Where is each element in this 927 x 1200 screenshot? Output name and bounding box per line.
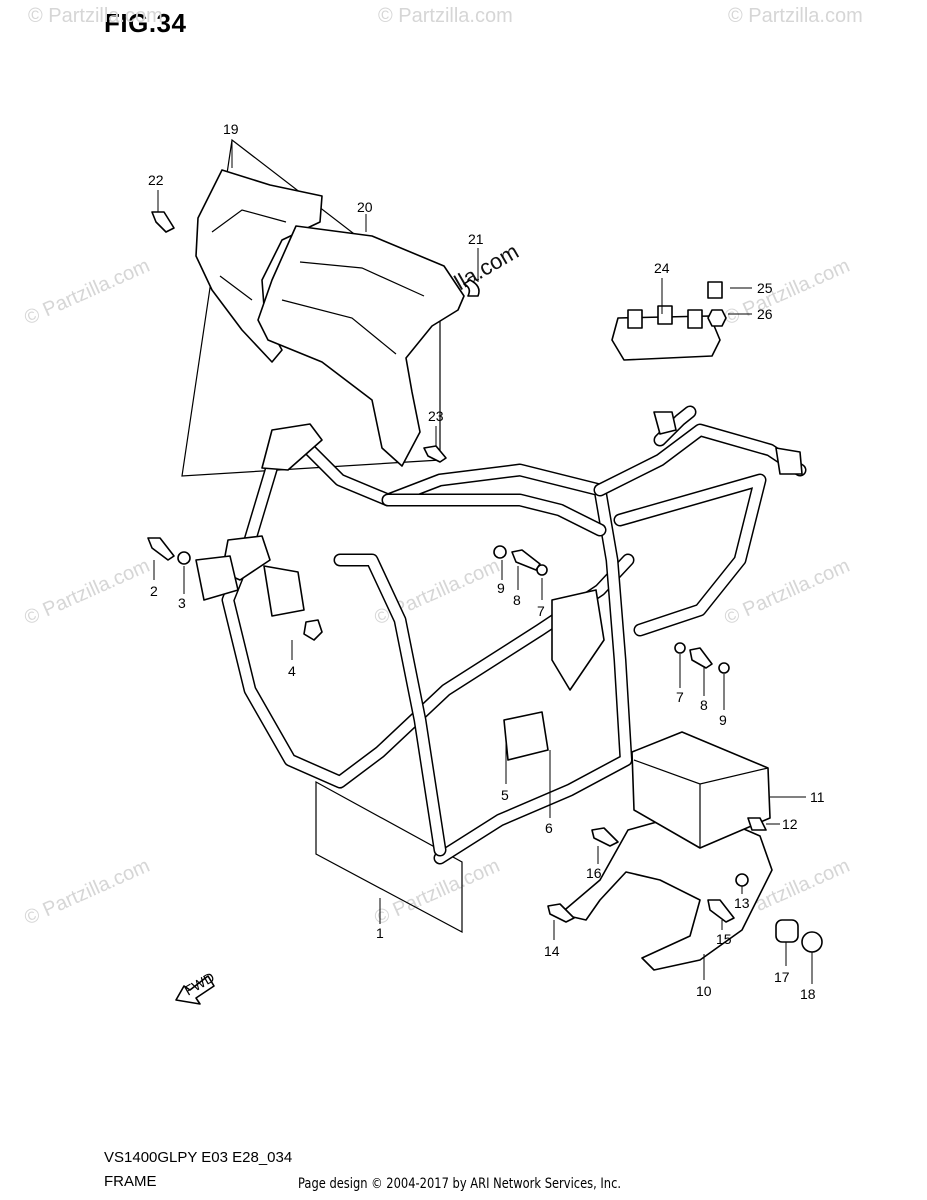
callout-13: 13 <box>734 895 750 911</box>
callout-8: 8 <box>513 592 521 608</box>
callout-7: 7 <box>537 603 545 619</box>
callout-6: 6 <box>545 820 553 836</box>
callout-17: 17 <box>774 969 790 985</box>
watermark-text: © Partzilla.com <box>21 855 153 930</box>
callout-1: 1 <box>376 925 384 941</box>
side-cover-detail <box>281 261 425 355</box>
callout-20: 20 <box>357 199 373 215</box>
callout-18: 18 <box>800 986 816 1002</box>
battery-cover-edge <box>633 759 769 848</box>
callout-22: 22 <box>148 172 164 188</box>
bracket-screw-part <box>707 281 723 299</box>
fwd-arrow-icon: FWD <box>175 969 217 1005</box>
callout-5: 5 <box>501 787 509 803</box>
bolt-16-part <box>591 827 619 847</box>
nut-4-part <box>303 619 323 641</box>
bolt-8-part <box>511 549 541 571</box>
bracket-nut-part <box>707 309 727 327</box>
cushion-18-part <box>801 931 823 953</box>
washer-3-part <box>177 551 191 565</box>
cover-clip-part <box>463 279 480 297</box>
bolt-23-part <box>423 445 447 463</box>
callout-4: 4 <box>288 663 296 679</box>
frame-reference-panel <box>315 780 463 934</box>
watermark-text: © Partzilla.com <box>21 555 153 630</box>
main-frame-part <box>195 405 807 865</box>
callout-23: 23 <box>428 408 444 424</box>
bolt-15-part <box>707 899 735 923</box>
callout-25: 25 <box>757 280 773 296</box>
page-credit: Page design © 2004-2017 by ARI Network S… <box>298 1176 622 1192</box>
section-name: FRAME <box>104 1173 157 1190</box>
callout-11: 11 <box>810 789 825 805</box>
callout-12: 12 <box>782 816 798 832</box>
callout-8: 8 <box>700 697 708 713</box>
nut-9-part <box>718 662 730 674</box>
callout-14: 14 <box>544 943 560 959</box>
model-code: VS1400GLPY E03 E28_034 <box>104 1149 293 1166</box>
callout-26: 26 <box>757 306 773 322</box>
bolt-2-part <box>147 537 175 561</box>
callout-10: 10 <box>696 983 712 999</box>
figure-title: FIG.34 <box>104 8 187 38</box>
bolt-22-part <box>151 211 175 233</box>
callout-9: 9 <box>497 580 505 596</box>
bracket-tab <box>687 309 703 329</box>
battery-box-part <box>559 809 773 971</box>
watermark-text: © Partzilla.com <box>378 5 513 27</box>
callout-21: 21 <box>468 231 484 247</box>
front-cover-detail <box>211 209 287 301</box>
nut-9-part <box>493 545 507 559</box>
callout-15: 15 <box>716 931 732 947</box>
callout-2: 2 <box>150 583 158 599</box>
washer-7-part <box>536 564 548 576</box>
bolt-12-part <box>747 817 767 831</box>
watermark-text: © Partzilla.com <box>728 5 863 27</box>
nut-13-part <box>735 873 749 887</box>
battery-cover-part <box>631 731 771 849</box>
bracket-tab <box>657 305 673 325</box>
washer-7-part <box>674 642 686 654</box>
leader-lines <box>153 140 813 984</box>
side-cover-part <box>257 225 465 467</box>
callout-7: 7 <box>676 689 684 705</box>
callout-labels: 1 2 3 4 5 6 7 7 8 8 9 9 10 11 12 13 14 1… <box>148 121 825 1002</box>
callout-3: 3 <box>178 595 186 611</box>
callout-16: 16 <box>586 865 602 881</box>
watermark-text: © Partzilla.com <box>21 255 153 330</box>
cushion-17-part <box>775 919 799 943</box>
callout-19: 19 <box>223 121 239 137</box>
watermark-text: © Partzilla.com <box>28 5 163 27</box>
bolt-14-part <box>547 903 575 923</box>
watermark-text: © Partzilla.com <box>721 255 853 330</box>
callout-9: 9 <box>719 712 727 728</box>
bracket-tab <box>627 309 643 329</box>
bolt-8-part <box>689 647 713 669</box>
callout-24: 24 <box>654 260 670 276</box>
